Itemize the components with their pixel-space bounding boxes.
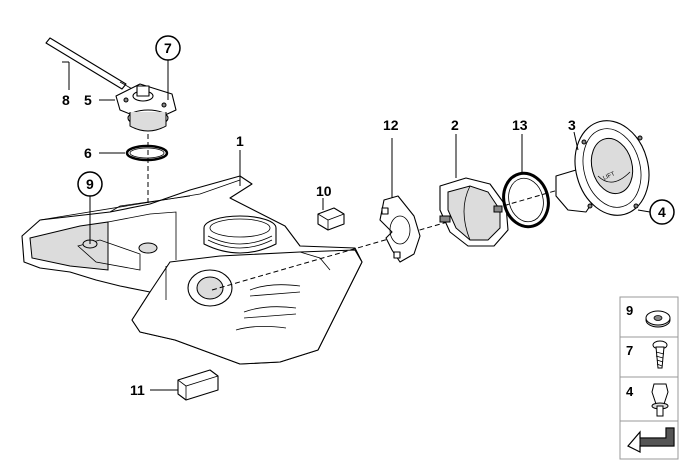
- screw-icon: [652, 340, 668, 369]
- callout-1: 1: [236, 133, 244, 149]
- callout-7: 7: [164, 40, 172, 56]
- callout-4-circle: [649, 199, 675, 225]
- part-5-mechanism: [115, 83, 177, 132]
- callout-2: 2: [451, 117, 459, 133]
- part-12-retaining-ring: [379, 195, 421, 263]
- cover-label: LIFT: [602, 171, 616, 182]
- legend-row-rivet: [619, 376, 679, 422]
- arrow-icon: [627, 427, 675, 453]
- callout-4: 4: [658, 204, 666, 220]
- callouts: 1 2 3 4 5 6 7 8 9 10 11 12 13: [62, 35, 675, 398]
- part-6-o-ring: [125, 144, 169, 162]
- callout-12: 12: [383, 117, 399, 133]
- callout-8: 8: [62, 92, 70, 108]
- callout-11: 11: [130, 382, 145, 398]
- part-1-housing: [21, 175, 363, 365]
- part-10-clip: [317, 207, 345, 231]
- callout-9-circle: [77, 171, 103, 197]
- legend-row-screw: [619, 336, 679, 378]
- washer-icon: [645, 310, 671, 328]
- callout-5: 5: [84, 92, 92, 108]
- rivet-icon: [651, 383, 669, 417]
- legend-label-9: 9: [626, 303, 633, 318]
- part-8-cable: [45, 37, 135, 91]
- part-11-clip: [177, 369, 219, 401]
- callout-9: 9: [86, 176, 94, 192]
- legend-label-7: 7: [626, 343, 633, 358]
- part-13-seal: [502, 171, 550, 229]
- part-3-cover: LIFT: [555, 120, 650, 216]
- legend-panel: 9 7 4: [619, 296, 679, 460]
- leader-lines: [62, 60, 651, 391]
- callout-10: 10: [316, 183, 332, 199]
- part-2-collar: [439, 177, 509, 247]
- callout-7-circle: [155, 35, 181, 61]
- callout-3: 3: [568, 117, 576, 133]
- legend-label-4: 4: [626, 384, 634, 399]
- callout-6: 6: [84, 145, 92, 161]
- callout-13: 13: [512, 117, 528, 133]
